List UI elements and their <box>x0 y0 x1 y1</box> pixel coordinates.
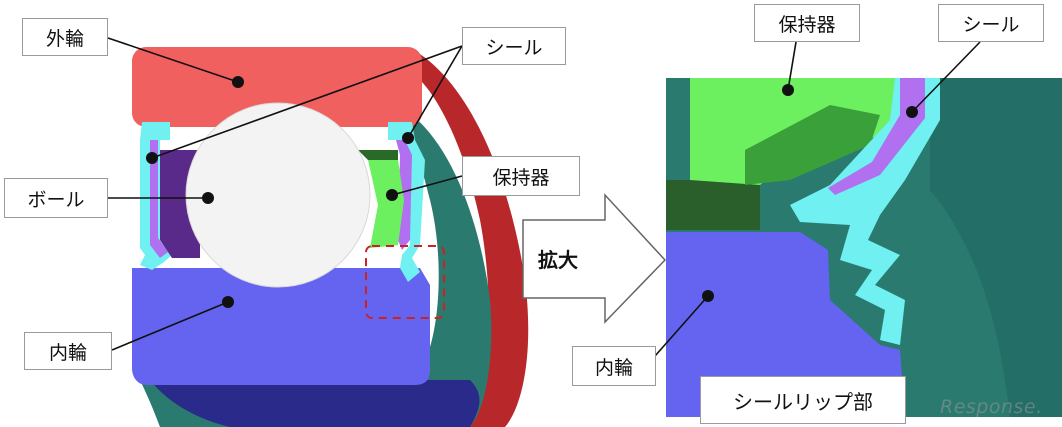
label-outer-ring: 外輪 <box>22 18 108 56</box>
dot-inner-ring-left <box>222 296 234 308</box>
seal-metal-left <box>150 140 168 258</box>
dot-cage-right <box>782 84 794 96</box>
leader-cage-right <box>787 41 797 91</box>
label-seal-left: シール <box>462 27 566 65</box>
leader-dots <box>146 76 918 308</box>
label-seal-right: シール <box>938 4 1044 42</box>
enlarged-view <box>666 78 1062 417</box>
watermark-logo: Response. <box>940 396 1043 418</box>
dot-outer-ring <box>232 76 244 88</box>
dot-seal-right <box>906 106 918 118</box>
leader-inner-ring-right <box>654 295 709 357</box>
leader-cage-left <box>391 175 463 196</box>
enlarge-arrow <box>522 193 667 324</box>
label-cage-right: 保持器 <box>754 4 860 42</box>
bearing-cross-section <box>132 47 529 427</box>
detail-box <box>365 245 445 319</box>
enlarged-cage-inner <box>745 105 880 185</box>
leader-outer-ring <box>107 37 239 83</box>
dot-inner-ring-right <box>702 290 714 302</box>
inner-ring <box>132 268 430 385</box>
enlarged-housing-dark <box>930 78 1062 417</box>
leader-lines <box>107 37 981 357</box>
leader-seal-left-a <box>151 45 463 159</box>
leader-seal-right <box>911 41 981 113</box>
label-inner-ring-left: 内輪 <box>24 332 112 370</box>
label-enlarge: 拡大 <box>538 248 578 272</box>
cage-shadow <box>358 150 398 160</box>
dot-seal-left-a <box>146 152 158 164</box>
enlarged-inner-ring <box>666 232 905 417</box>
dot-seal-left-b <box>402 132 414 144</box>
label-inner-ring-right: 内輪 <box>572 346 656 386</box>
leader-inner-ring-left <box>111 301 229 351</box>
dot-cage-left <box>386 189 398 201</box>
outer-ring-side <box>410 48 529 427</box>
ball-element <box>185 102 371 288</box>
outer-ring <box>132 47 422 127</box>
dot-ball <box>202 192 214 204</box>
cage-left-diagram <box>368 160 404 248</box>
label-cage-left: 保持器 <box>462 156 580 196</box>
leader-seal-left-b <box>407 45 463 139</box>
enlarged-seal-metal <box>828 78 925 195</box>
seal-rubber-right <box>388 122 425 282</box>
enlarged-cage-shadow <box>666 180 760 230</box>
label-ball: ボール <box>4 178 108 218</box>
label-seal-lip: シールリップ部 <box>700 376 906 424</box>
inner-ring-side <box>150 380 480 427</box>
